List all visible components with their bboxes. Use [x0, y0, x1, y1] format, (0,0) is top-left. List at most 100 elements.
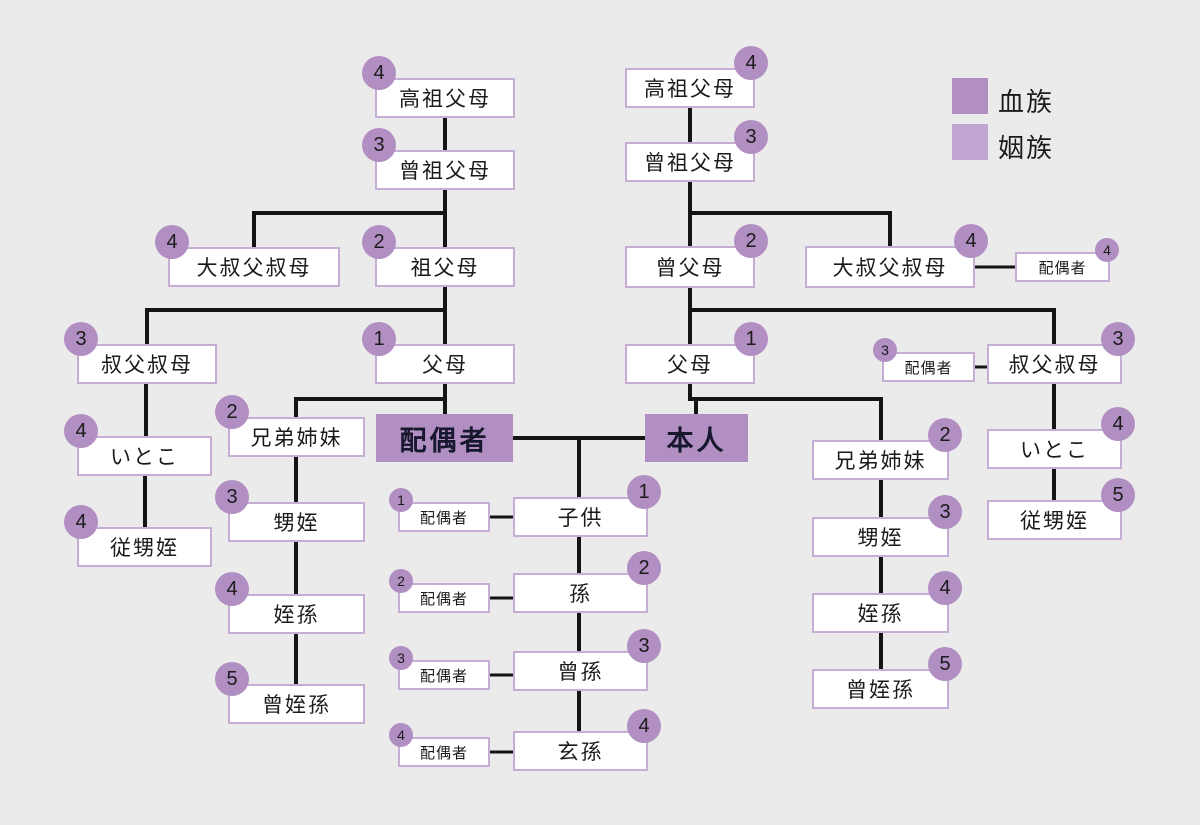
- degree-badge: 3: [1101, 322, 1135, 356]
- box-great-great-grandchild: 4 玄孫: [513, 709, 661, 771]
- box-inlaw-grandnephew-niece: 4 姪孫: [215, 572, 365, 634]
- label: 本人: [666, 425, 727, 456]
- box-inlaw-grandparents: 2 祖父母: [362, 225, 515, 287]
- box-spouse: 配偶者: [376, 414, 513, 462]
- degree-badge: 1: [389, 488, 413, 512]
- box-inlaw-great-great-grandparents: 4 高祖父母: [362, 56, 515, 118]
- label: 配偶者: [419, 744, 468, 762]
- box-great-grandchild: 3 曾孫: [513, 629, 661, 691]
- degree-badge: 2: [389, 569, 413, 593]
- label: 曾祖父母: [399, 160, 491, 183]
- degree-badge: 2: [627, 551, 661, 585]
- box-blood-great-grandparents: 3 曾祖父母: [625, 120, 768, 182]
- label: 兄弟姉妹: [834, 450, 927, 473]
- blood-legend-swatch: [952, 78, 988, 114]
- degree-badge: 4: [389, 723, 413, 747]
- label: 叔父叔母: [101, 354, 193, 377]
- degree-badge: 1: [362, 322, 396, 356]
- label: いとこ: [110, 446, 179, 469]
- label: 叔父叔母: [1008, 354, 1101, 377]
- box-self: 本人: [645, 414, 748, 462]
- label: 曾祖父母: [644, 152, 736, 175]
- label: 配偶者: [1038, 259, 1087, 277]
- label: 高祖父母: [644, 78, 736, 101]
- degree-badge: 5: [928, 647, 962, 681]
- box-blood-siblings: 2 兄弟姉妹: [812, 418, 962, 480]
- box-inlaw-parents: 1 父母: [362, 322, 515, 384]
- degree-badge: 5: [1101, 478, 1135, 512]
- degree-badge: 4: [64, 414, 98, 448]
- degree-badge: 1: [627, 475, 661, 509]
- degree-badge: 4: [1095, 238, 1119, 262]
- label: 配偶者: [399, 425, 490, 456]
- box-blood-cousins-child: 5 従甥姪: [987, 478, 1135, 540]
- label: 従甥姪: [1020, 510, 1089, 533]
- label: 父母: [667, 354, 713, 377]
- label: 配偶者: [419, 590, 468, 608]
- degree-badge: 2: [215, 395, 249, 429]
- box-blood-granduncle-aunt: 4 大叔父叔母: [805, 224, 988, 288]
- degree-badge: 5: [215, 662, 249, 696]
- degree-badge: 4: [215, 572, 249, 606]
- box-inlaw-great-grandparents: 3 曾祖父母: [362, 128, 515, 190]
- label: 祖父母: [410, 257, 480, 280]
- label: 父母: [422, 354, 468, 377]
- blood-legend-label: 血族: [998, 87, 1055, 117]
- degree-badge: 3: [873, 338, 897, 362]
- degree-badge: 4: [734, 46, 768, 80]
- box-child: 1 子供: [513, 475, 661, 537]
- label: 曾孫: [557, 661, 604, 684]
- degree-badge: 3: [734, 120, 768, 154]
- label: いとこ: [1020, 439, 1089, 462]
- degree-badge: 3: [362, 128, 396, 162]
- label: 子供: [557, 507, 604, 530]
- box-blood-uncle-aunt: 3 叔父叔母: [987, 322, 1135, 384]
- degree-badge: 4: [928, 571, 962, 605]
- degree-badge: 4: [362, 56, 396, 90]
- degree-badge: 1: [734, 322, 768, 356]
- label: 従甥姪: [110, 537, 179, 560]
- marriage-legend-label: 姻族: [998, 133, 1055, 163]
- box-inlaw-nephew-niece: 3 甥姪: [215, 480, 365, 542]
- box-inlaw-uncle-aunt: 3 叔父叔母: [64, 322, 217, 384]
- label: 配偶者: [904, 359, 953, 377]
- box-blood-grandparents: 2 曾父母: [625, 224, 768, 288]
- box-grandchild: 2 孫: [513, 551, 661, 613]
- degree-badge: 4: [627, 709, 661, 743]
- box-blood-great-grandnephew-niece: 5 曾姪孫: [812, 647, 962, 709]
- degree-badge: 3: [389, 646, 413, 670]
- degree-badge: 4: [1101, 407, 1135, 441]
- label: 兄弟姉妹: [250, 427, 343, 450]
- degree-badge: 3: [215, 480, 249, 514]
- box-blood-great-great-grandparents: 4 高祖父母: [625, 46, 768, 108]
- label: 姪孫: [273, 604, 320, 627]
- label: 甥姪: [857, 527, 904, 550]
- label: 玄孫: [557, 741, 604, 764]
- box-blood-parents: 1 父母: [625, 322, 768, 384]
- box-inlaw-cousins-child: 4 従甥姪: [64, 505, 212, 567]
- label: 孫: [569, 583, 592, 606]
- label: 大叔父叔母: [196, 257, 312, 280]
- box-blood-cousin: 4 いとこ: [987, 407, 1135, 469]
- degree-badge: 3: [64, 322, 98, 356]
- label: 大叔父叔母: [832, 257, 948, 280]
- degree-badge: 4: [155, 225, 189, 259]
- box-blood-uncle-aunt-spouse: 3 配偶者: [873, 338, 975, 382]
- degree-badge: 3: [627, 629, 661, 663]
- degree-badge: 3: [928, 495, 962, 529]
- box-inlaw-cousin: 4 いとこ: [64, 414, 212, 476]
- box-inlaw-great-grandnephew-niece: 5 曾姪孫: [215, 662, 365, 724]
- label: 配偶者: [419, 667, 468, 685]
- box-inlaw-siblings: 2 兄弟姉妹: [215, 395, 365, 457]
- degree-badge: 2: [734, 224, 768, 258]
- box-child-spouse: 1 配偶者: [389, 488, 490, 532]
- degree-badge: 2: [928, 418, 962, 452]
- box-inlaw-granduncle-aunt: 4 大叔父叔母: [155, 225, 340, 287]
- box-blood-nephew-niece: 3 甥姪: [812, 495, 962, 557]
- degree-badge: 2: [362, 225, 396, 259]
- degree-badge: 4: [954, 224, 988, 258]
- label: 姪孫: [857, 603, 904, 626]
- label: 高祖父母: [399, 88, 491, 111]
